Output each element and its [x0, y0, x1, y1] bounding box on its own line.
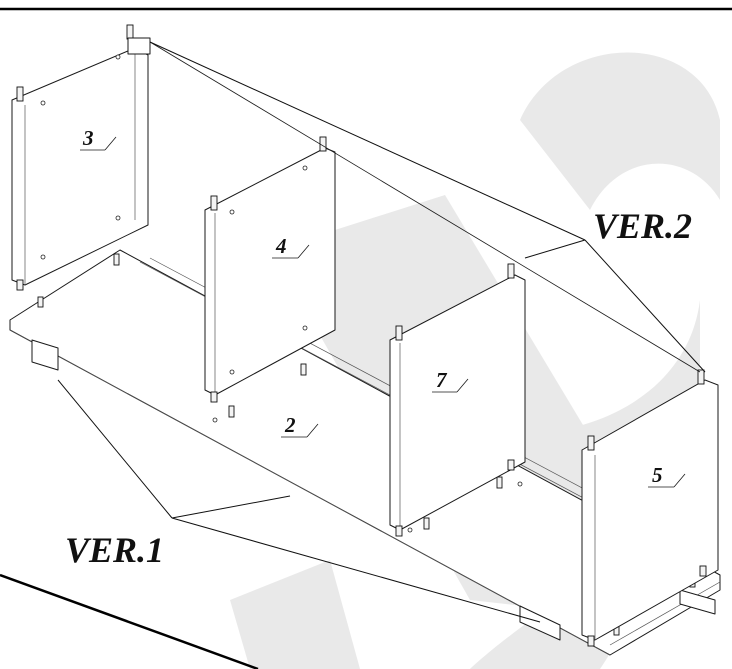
part-2-number: 2 — [284, 413, 296, 437]
back-rail — [149, 41, 701, 373]
panel-5 — [581, 369, 719, 647]
ver2-label: VER.2 — [593, 206, 692, 246]
bottom-border-line — [0, 573, 259, 669]
panel-7 — [389, 263, 526, 537]
ver1-label: VER.1 — [65, 530, 164, 570]
base-dowels — [37, 253, 696, 636]
part-5-number: 5 — [652, 463, 663, 487]
panel-4 — [204, 136, 336, 403]
label-part-5: 5 — [648, 463, 686, 488]
ver1-leaders — [57, 379, 541, 623]
label-part-3: 3 — [80, 126, 117, 151]
part-4-number: 4 — [275, 234, 287, 258]
label-part-2: 2 — [281, 413, 319, 438]
part-3-number: 3 — [82, 126, 94, 150]
ver2-leaders — [149, 41, 706, 373]
part-7-number: 7 — [436, 368, 448, 392]
label-part-4: 4 — [272, 234, 310, 259]
panel-3 — [11, 24, 151, 291]
label-part-7: 7 — [432, 368, 469, 393]
